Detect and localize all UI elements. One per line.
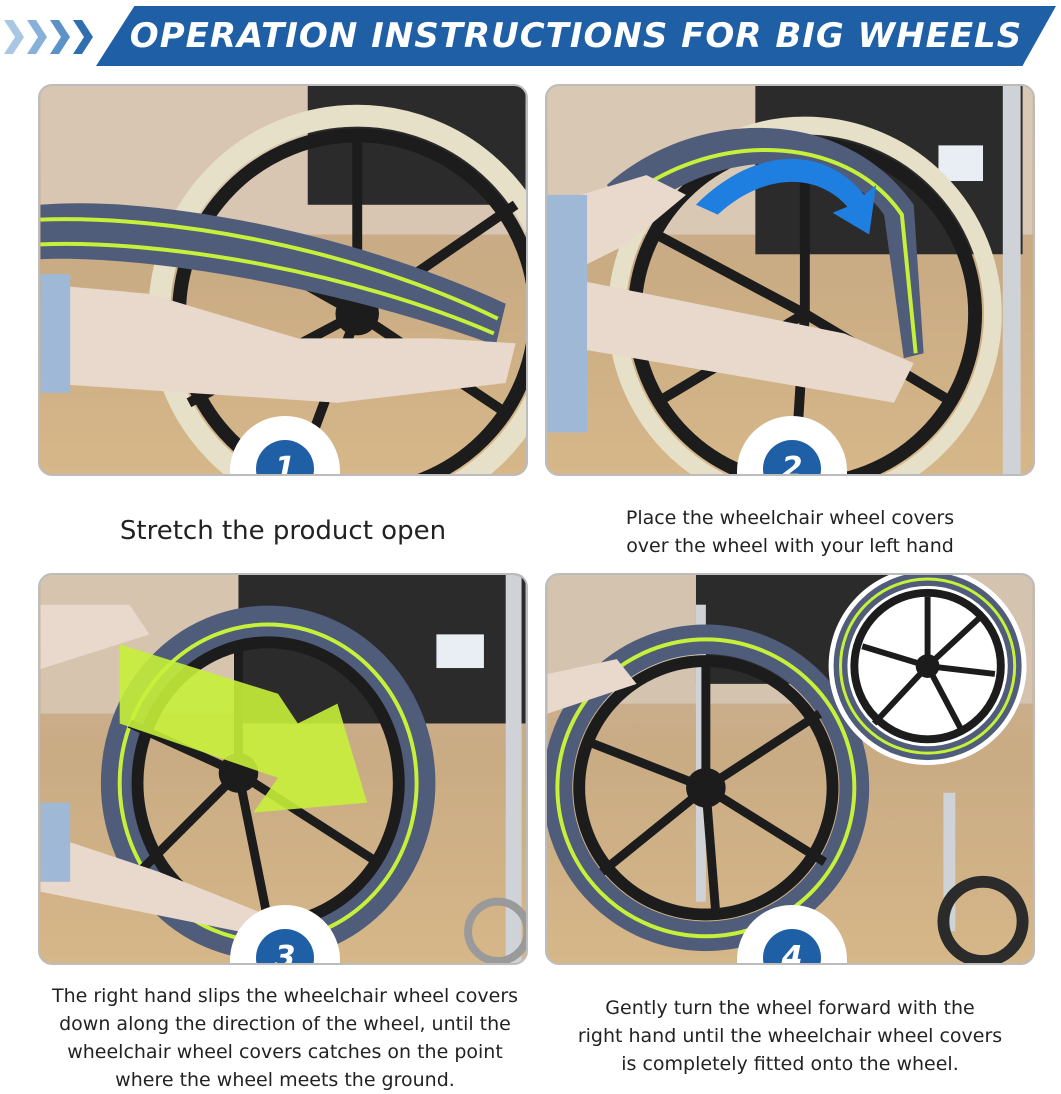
step-3-photo: 3 xyxy=(38,573,528,965)
caption-line: over the wheel with your left hand xyxy=(626,535,954,557)
caption-line: is completely fitted onto the wheel. xyxy=(621,1053,959,1075)
caption-line: Gently turn the wheel forward with the xyxy=(605,997,975,1019)
chevron-icon-4 xyxy=(73,20,93,54)
step-3-caption: The right hand slips the wheelchair whee… xyxy=(20,982,550,1094)
chevron-right-icon xyxy=(4,20,96,54)
caption-line: down along the direction of the wheel, u… xyxy=(59,1013,511,1035)
step-4-photo: 4 xyxy=(545,573,1035,965)
page-title: OPERATION INSTRUCTIONS FOR BIG WHEELS xyxy=(129,16,1023,56)
caption-line: right hand until the wheelchair wheel co… xyxy=(577,1025,1003,1047)
step-1-caption: Stretch the product open xyxy=(38,513,528,549)
caption-line: Place the wheelchair wheel covers xyxy=(625,507,955,529)
caption-line: Stretch the product open xyxy=(119,516,447,546)
banner-bar xyxy=(96,6,1056,66)
chevron-icon-3 xyxy=(50,20,70,54)
step-2-illustration xyxy=(547,86,1033,474)
header-banner: OPERATION INSTRUCTIONS FOR BIG WHEELS xyxy=(0,0,1061,72)
chevron-icon-2 xyxy=(27,20,47,54)
caption-line: wheelchair wheel covers catches on the p… xyxy=(67,1041,503,1063)
step-2-caption: Place the wheelchair wheel covers over t… xyxy=(545,504,1035,560)
caption-line: The right hand slips the wheelchair whee… xyxy=(51,985,519,1007)
chevron-icon-1 xyxy=(4,20,24,54)
caption-line: where the wheel meets the ground. xyxy=(115,1069,455,1091)
step-4-illustration xyxy=(547,575,1033,963)
step-4-caption: Gently turn the wheel forward with the r… xyxy=(545,994,1035,1078)
step-1-photo: 1 xyxy=(38,84,528,476)
step-1-illustration xyxy=(40,86,526,474)
step-2-photo: 2 xyxy=(545,84,1035,476)
